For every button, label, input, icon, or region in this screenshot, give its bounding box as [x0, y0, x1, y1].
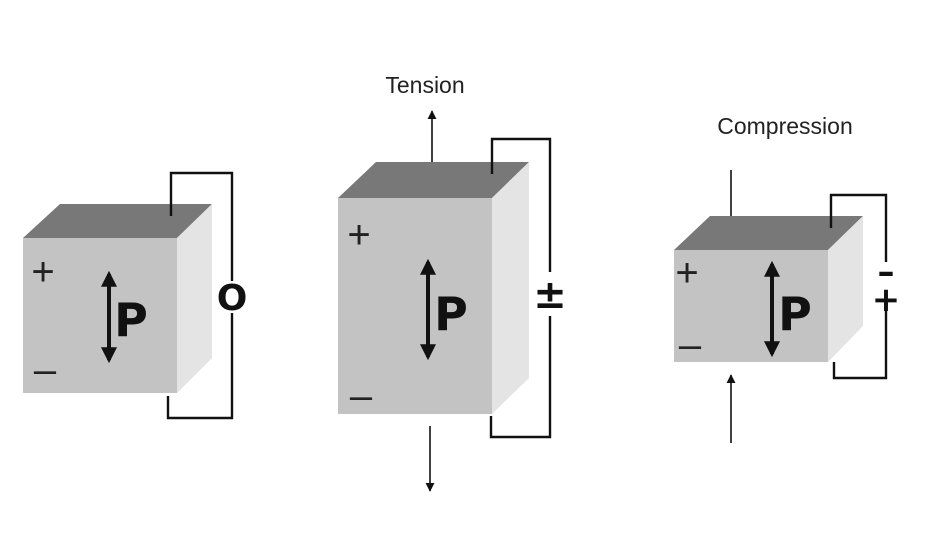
block-1-side-face — [177, 204, 212, 393]
block-1-polarization-label: P — [114, 293, 148, 347]
block-3-plus-sign: + — [675, 251, 698, 295]
block-2-plus-sign: + — [347, 213, 370, 257]
block-2-polarization-label: P — [434, 287, 468, 341]
block-3-top-face — [674, 216, 863, 250]
block-2-side-face — [492, 162, 529, 414]
block-1-meter-gap — [217, 281, 247, 313]
block-1-top-face — [23, 204, 212, 238]
block-compression: Compression – + + – P — [674, 113, 901, 443]
block-tension: Tension ± + – P — [338, 72, 567, 492]
block-2-top-face — [338, 162, 529, 198]
block-3-front-face — [674, 250, 828, 362]
block-3-meter-reading-bottom: + — [872, 280, 901, 320]
block-2-front-face — [338, 198, 492, 414]
block-1-minus-sign: – — [34, 348, 57, 392]
block-2-meter-gap — [535, 272, 565, 316]
tension-caption: Tension — [385, 72, 464, 98]
block-3-side-face — [828, 216, 863, 362]
block-1-meter-reading: O — [217, 278, 248, 319]
block-3-polarization-label: P — [778, 287, 812, 341]
compression-caption: Compression — [717, 113, 853, 139]
block-3-minus-sign: – — [679, 323, 702, 367]
block-2-minus-sign: – — [350, 374, 373, 418]
block-1-plus-sign: + — [31, 250, 54, 294]
block-2-meter-reading: ± — [533, 272, 567, 318]
block-unstressed: O + – P — [23, 171, 248, 420]
block-3-meter-gap — [871, 262, 901, 310]
block-3-meter-reading-top: – — [878, 252, 895, 292]
block-1-front-face — [23, 238, 177, 393]
